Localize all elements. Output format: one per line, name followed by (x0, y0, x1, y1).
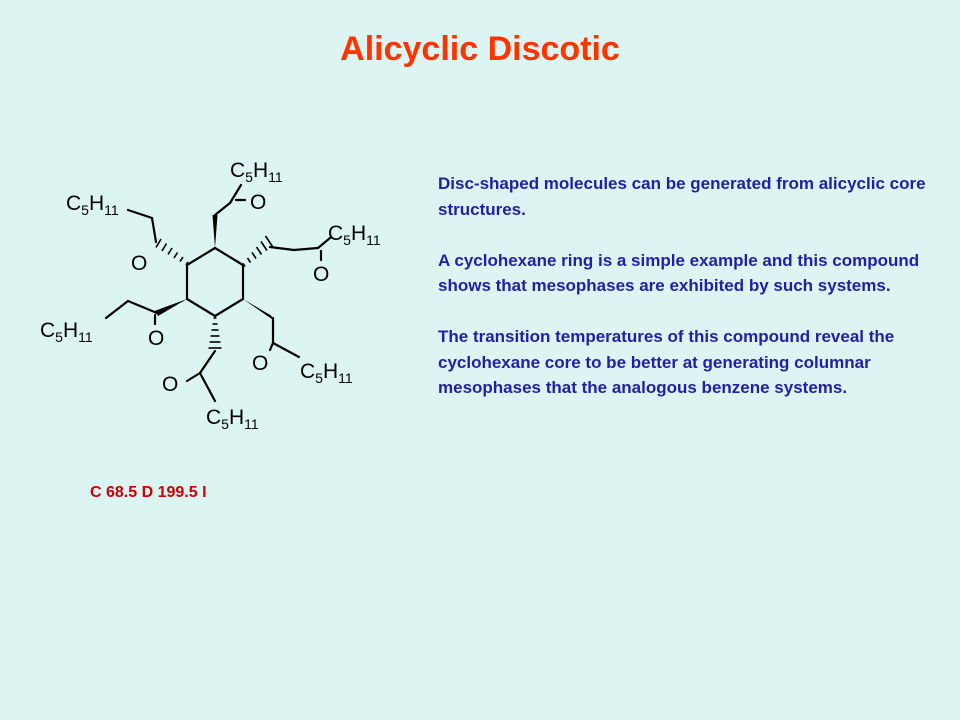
oxygen-label: O (131, 252, 147, 275)
wedge-bond (212, 215, 218, 248)
transition-temperatures: C 68.5 D 199.5 I (90, 484, 207, 501)
cyclohexane-hexaester-structure: C5H11 O C5H11 O C5H11 O C5H11 O O C5H11 … (40, 159, 381, 432)
c5h11-label: C5H11 (328, 222, 381, 248)
ring-bond (185, 246, 217, 267)
oxygen-label: O (250, 191, 266, 214)
wedge-bond (154, 299, 187, 316)
paragraph: A cyclohexane ring is a simple example a… (438, 250, 920, 296)
ring-bond (185, 297, 217, 318)
ring-bond (213, 297, 245, 318)
paragraph: The transition temperatures of this comp… (438, 327, 895, 397)
c5h11-label: C5H11 (66, 192, 119, 218)
oxygen-label: O (162, 373, 178, 396)
c5h11-label: C5H11 (40, 319, 93, 345)
c5h11-label: C5H11 (300, 360, 353, 386)
wedge-bond (243, 299, 274, 321)
oxygen-label: O (148, 327, 164, 350)
oxygen-label: O (313, 263, 329, 286)
oxygen-label: O (252, 352, 268, 375)
slide-title: Alicyclic Discotic (340, 30, 620, 68)
description-text: Disc-shaped molecules can be generated f… (438, 171, 938, 426)
paragraph: Disc-shaped molecules can be generated f… (438, 174, 926, 219)
c5h11-label: C5H11 (206, 406, 259, 432)
ring-bond (213, 246, 245, 267)
c5h11-label: C5H11 (230, 159, 283, 185)
